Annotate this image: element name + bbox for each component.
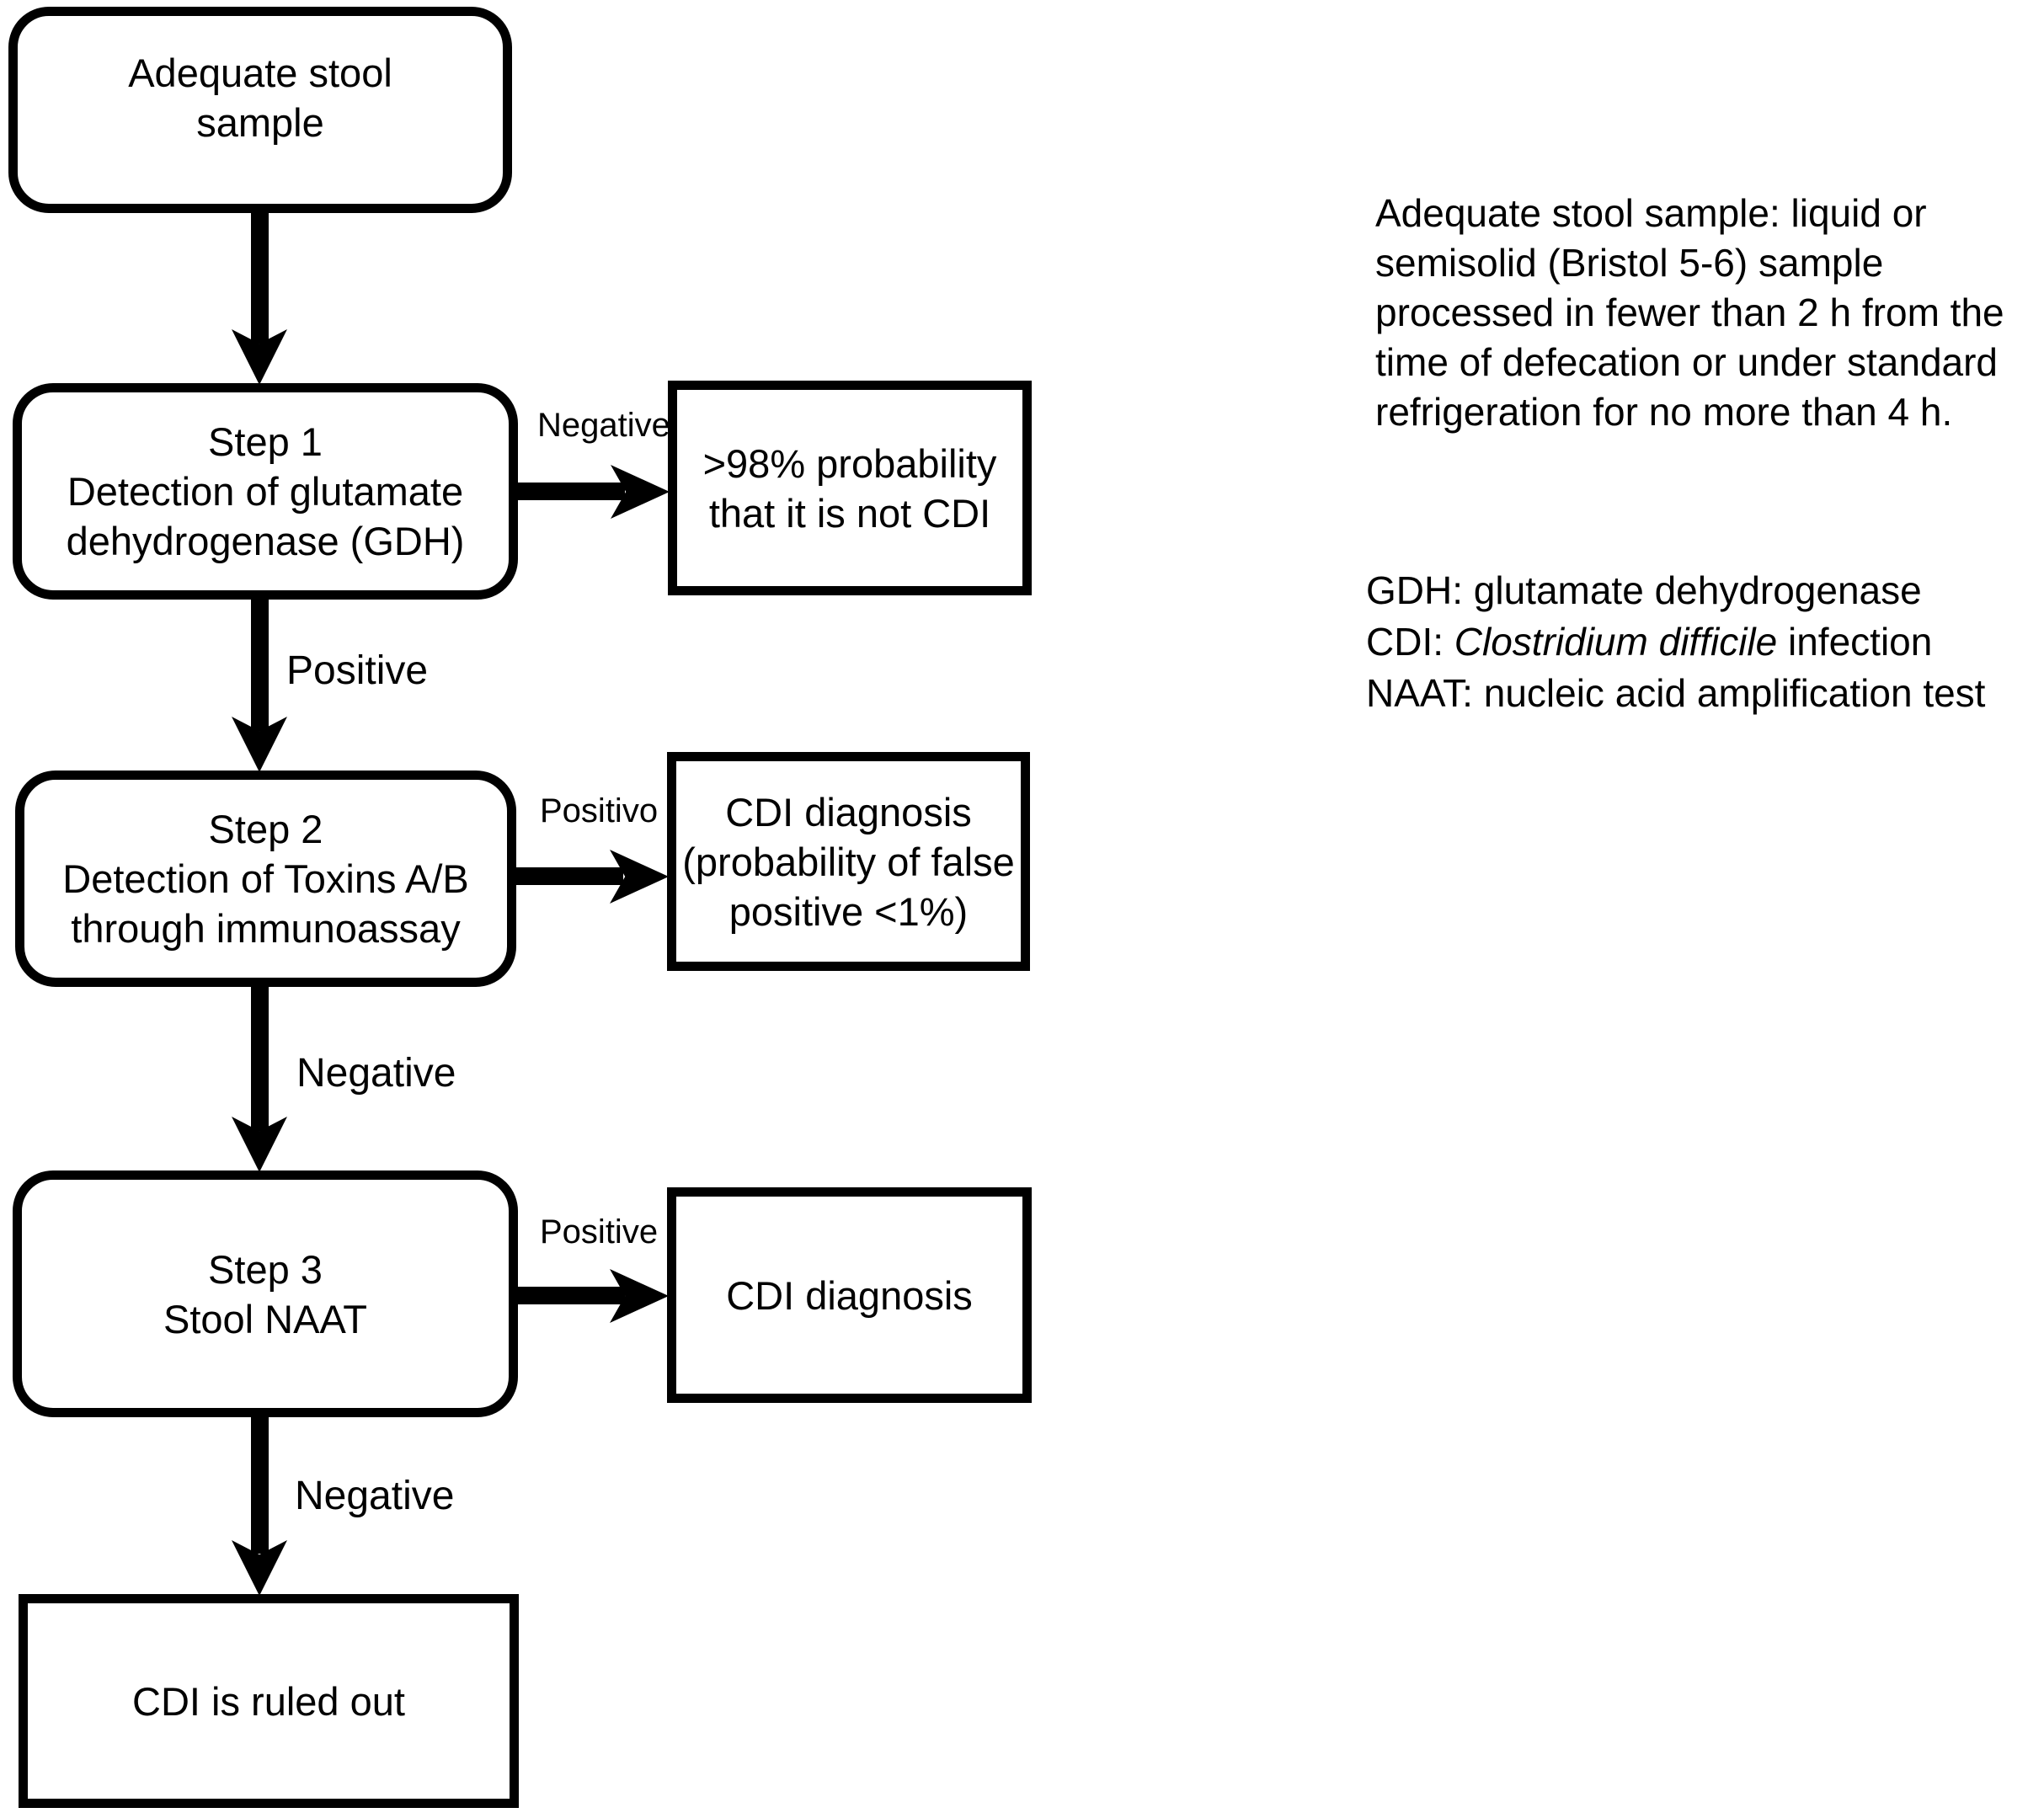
edge-label-step3-positive: Positive (540, 1213, 659, 1250)
arrow-shaft (515, 483, 625, 500)
legend-cdi-species-name: Clostridium difficile (1454, 620, 1778, 664)
arrow-shaft (251, 209, 269, 344)
node-adequate-stool-sample: Adequate stool sample (8, 7, 512, 213)
node-not-cdi: >98% probability that it is not CDI (668, 381, 1032, 595)
arrow-shaft (251, 596, 269, 731)
arrow-shaft (251, 1415, 269, 1554)
arrow-shaft (514, 867, 623, 885)
node-cdi-diagnosis: CDI diagnosis (667, 1187, 1032, 1403)
legend-cdi-prefix: CDI: (1366, 620, 1454, 664)
node-cdi-diagnosis-false-positive: CDI diagnosis (probability of false posi… (667, 752, 1030, 971)
edge-label-step1-negative: Negative (537, 407, 670, 444)
node-cdi-ruled-out: CDI is ruled out (19, 1594, 519, 1808)
legend-line-gdh: GDH: glutamate dehydrogenase (1366, 568, 1922, 612)
edge-label-step3-negative: Negative (295, 1474, 455, 1518)
node-step2-toxins: Step 2 Detection of Toxins A/B through i… (15, 771, 516, 987)
legend-line-naat: NAAT: nucleic acid amplification test (1366, 671, 1986, 715)
legend-abbreviations: GDH: glutamate dehydrogenase CDI: Clostr… (1366, 565, 2044, 719)
edge-label-step2-positivo: Positivo (540, 792, 659, 829)
edge-label-step2-negative: Negative (296, 1051, 456, 1096)
node-step1-gdh: Step 1 Detection of glutamate dehydrogen… (13, 383, 518, 600)
note-adequate-stool-sample: Adequate stool sample: liquid or semisol… (1375, 191, 2004, 434)
arrow-shaft (251, 984, 269, 1131)
edge-label-step1-positive: Positive (286, 648, 429, 693)
arrow-shaft (515, 1287, 625, 1304)
node-step3-naat: Step 3 Stool NAAT (13, 1170, 518, 1417)
legend-line-cdi: CDI: Clostridium difficile infection (1366, 616, 2044, 668)
legend-cdi-suffix: infection (1777, 620, 1933, 664)
